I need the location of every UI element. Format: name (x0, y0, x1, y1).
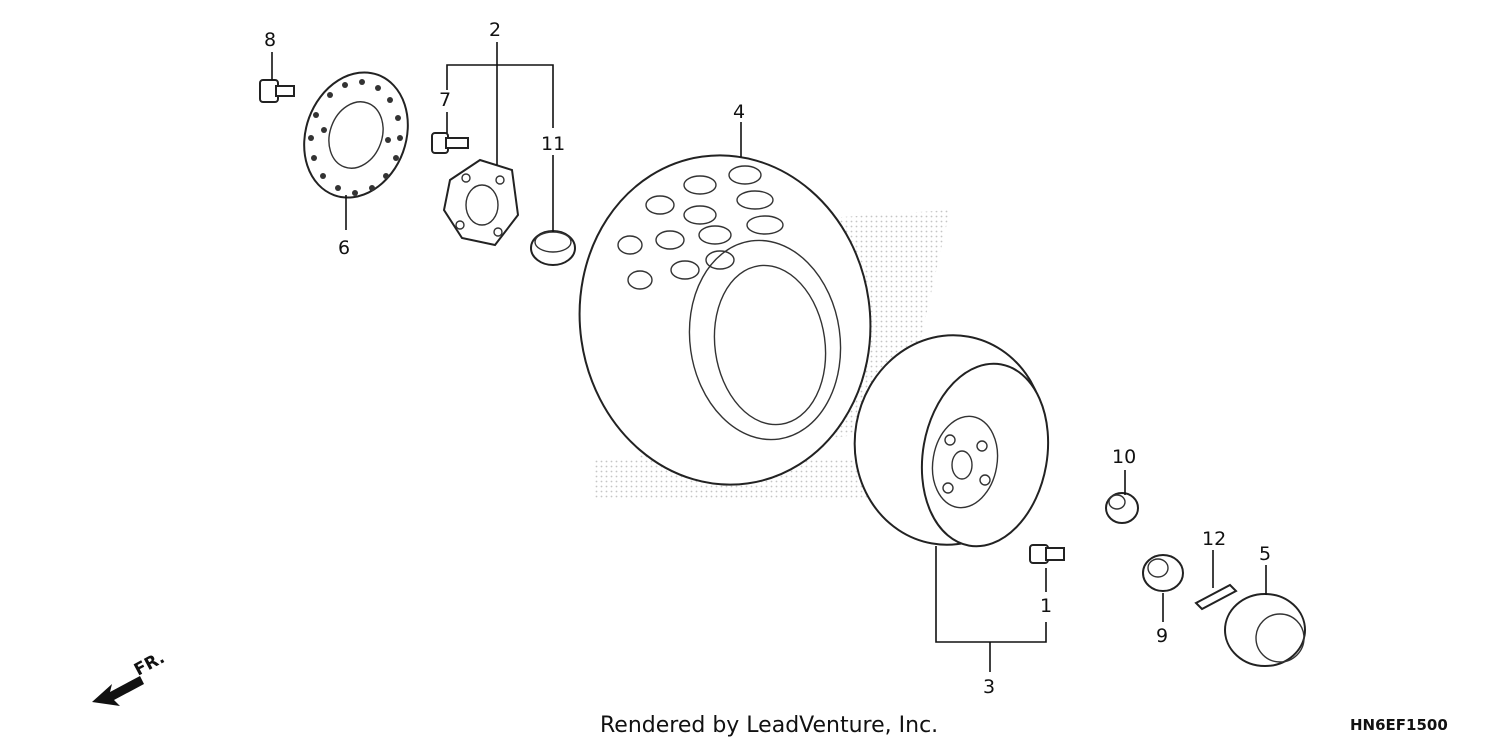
callout-11: 11 (541, 133, 565, 155)
collar-11 (530, 230, 576, 266)
brake-disc-6 (303, 71, 409, 199)
callout-7: 7 (439, 89, 451, 111)
tire-4 (578, 154, 872, 486)
callout-3: 3 (983, 676, 995, 698)
callout-6: 6 (338, 237, 350, 259)
bolt-8 (259, 79, 295, 103)
callout-12: 12 (1202, 528, 1226, 550)
footer-credit: Rendered by LeadVenture, Inc. (600, 713, 938, 738)
valve-1 (1029, 544, 1065, 564)
leader-lines (271, 42, 1267, 672)
callout-4: 4 (733, 101, 745, 123)
callout-9: 9 (1156, 625, 1168, 647)
direction-label: FR. (131, 648, 168, 680)
callout-5: 5 (1259, 543, 1271, 565)
callout-10: 10 (1112, 446, 1136, 468)
nut-10 (1105, 492, 1139, 524)
callout-8: 8 (264, 29, 276, 51)
cap-5 (1224, 593, 1306, 667)
cotter-pin-12 (1194, 583, 1238, 611)
bolt-7 (431, 132, 469, 154)
callout-2: 2 (489, 19, 501, 41)
front-direction-arrow-icon: FR. (92, 648, 168, 706)
diagram-code: HN6EF1500 (1350, 716, 1448, 734)
callout-1: 1 (1040, 595, 1052, 617)
castle-nut-9 (1142, 554, 1184, 592)
hub-2 (442, 158, 520, 247)
wheel-rim-3 (853, 334, 1050, 548)
callout-labels: 8 2 7 11 4 6 10 12 5 1 9 3 (264, 19, 1271, 698)
